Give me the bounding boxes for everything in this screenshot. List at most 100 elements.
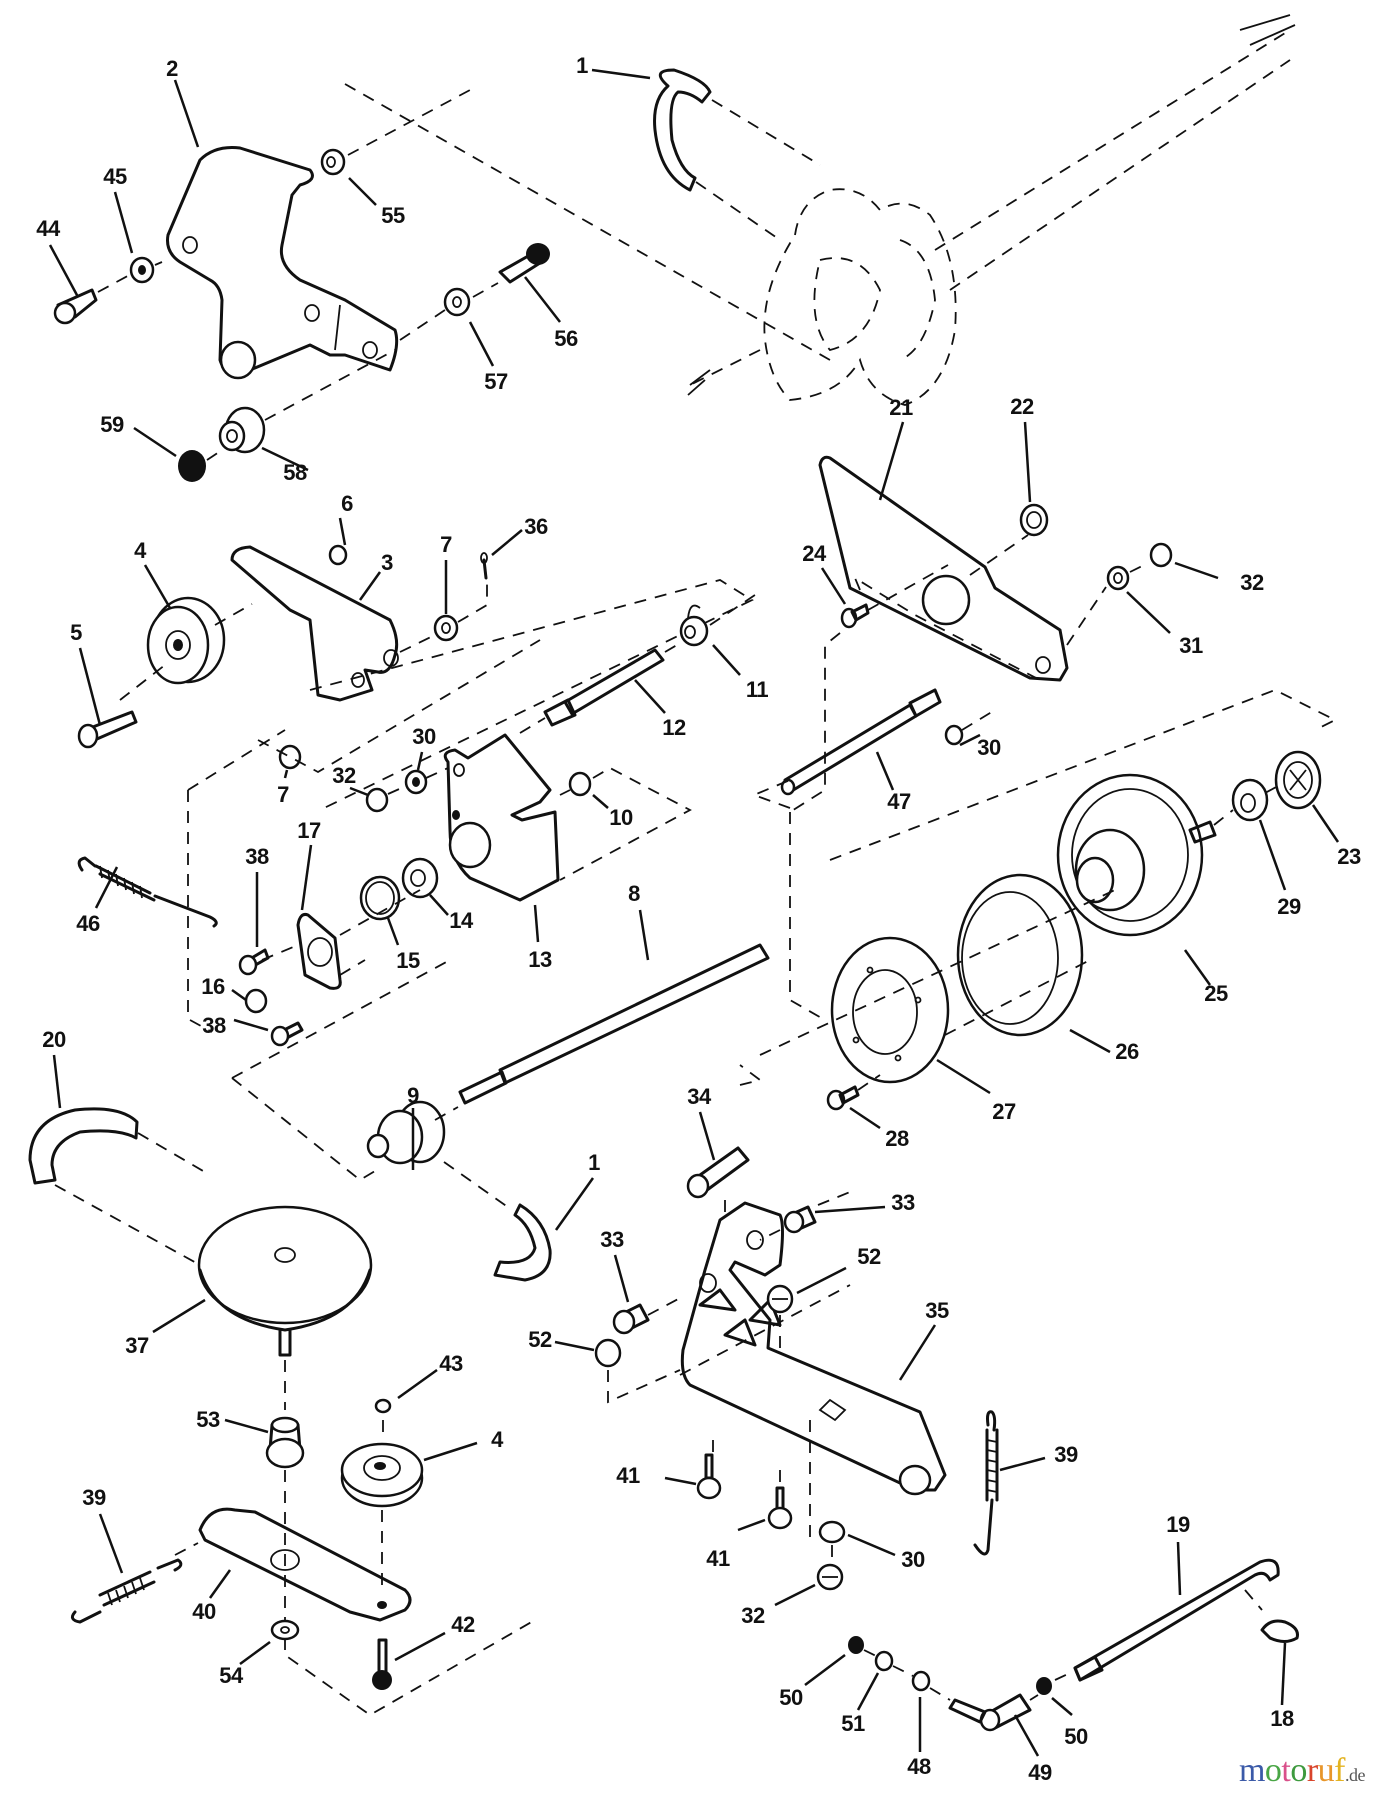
washer-22 (969, 421, 1049, 576)
part-label-17: 17 (297, 818, 321, 843)
part-label-56: 56 (554, 326, 578, 351)
part-label-6: 6 (341, 491, 353, 516)
nut-50-left (804, 1636, 877, 1686)
cover-plate-21 (818, 421, 1069, 682)
plate-27 (759, 889, 1116, 1095)
spring-46 (77, 856, 218, 928)
nut-6 (328, 517, 348, 566)
pulley-4-top (119, 564, 253, 701)
bearing-23 (1274, 750, 1340, 843)
part-label-32-mid: 32 (332, 763, 356, 788)
washer-57 (399, 282, 499, 367)
bolt-38-bottom (233, 1018, 304, 1047)
part-label-11: 11 (745, 677, 769, 702)
washer-54 (239, 1619, 300, 1666)
spring-39-left (70, 1513, 183, 1624)
bolt-28 (826, 1074, 881, 1130)
part-label-16: 16 (201, 974, 225, 999)
part-label-49: 49 (1028, 1760, 1052, 1785)
part-label-37: 37 (125, 1333, 149, 1358)
part-label-38-bottom: 38 (202, 1013, 226, 1038)
part-label-54: 54 (219, 1663, 243, 1688)
leader-1-top (591, 68, 651, 80)
part-label-30-right: 30 (977, 735, 1001, 760)
logo-letter: o (1290, 1752, 1307, 1789)
washer-10 (559, 766, 692, 881)
bolt-56 (498, 243, 561, 323)
part-label-35: 35 (925, 1298, 949, 1323)
nut-52-left (554, 1338, 681, 1404)
part-label-32-bottom: 32 (741, 1603, 765, 1628)
part-label-30-mid: 30 (412, 724, 436, 749)
part-label-46: 46 (76, 911, 100, 936)
part-label-52-right: 52 (857, 1244, 881, 1269)
shaft-47 (751, 688, 942, 1021)
part-label-45: 45 (103, 164, 127, 189)
clutch-outline (739, 689, 1338, 1086)
nut-7-lower (257, 639, 541, 779)
part-label-15: 15 (396, 948, 420, 973)
part-label-28: 28 (885, 1126, 909, 1151)
part-label-39-left: 39 (82, 1485, 106, 1510)
part-label-41-right: 41 (706, 1546, 730, 1571)
part-label-2: 2 (166, 56, 178, 81)
part-label-39-right: 39 (1054, 1442, 1078, 1467)
part-label-12: 12 (662, 715, 686, 740)
part-label-24: 24 (802, 541, 826, 566)
logo-letter: m (1238, 1752, 1265, 1789)
shaft-12 (519, 648, 666, 734)
part-label-31: 31 (1179, 633, 1203, 658)
nut-16 (231, 988, 268, 1014)
clip-18 (1260, 1619, 1299, 1706)
part-label-55: 55 (381, 203, 405, 228)
pulley-4-lower (340, 1441, 478, 1590)
logo-letter: f (1334, 1752, 1345, 1789)
part-label-14: 14 (449, 908, 473, 933)
washer-48 (911, 1670, 951, 1752)
part-label-10: 10 (609, 805, 633, 830)
logo-letter: u (1317, 1752, 1335, 1789)
nut-52-right (766, 1266, 847, 1350)
logo-letter: t (1281, 1752, 1291, 1789)
washer-30-right (944, 709, 996, 747)
pulley-37 (152, 1205, 373, 1410)
part-label-50-left: 50 (779, 1685, 803, 1710)
spring-11 (664, 594, 756, 676)
pulley-9 (231, 959, 513, 1211)
part-label-41-left: 41 (616, 1463, 640, 1488)
part-label-20: 20 (42, 1027, 66, 1052)
nut-32-right (1149, 542, 1219, 580)
spacer-58 (218, 349, 396, 472)
part-label-30-bottom: 30 (901, 1547, 925, 1572)
part-label-4-lower: 4 (491, 1427, 503, 1452)
part-label-5: 5 (70, 620, 82, 645)
assembly-outline-b (187, 729, 286, 791)
washer-29 (1213, 778, 1287, 891)
part-label-57: 57 (484, 369, 508, 394)
part-label-3: 3 (381, 550, 393, 575)
part-label-34: 34 (687, 1084, 711, 1109)
part-label-29: 29 (1277, 894, 1301, 919)
spring-39-right (973, 1410, 1046, 1556)
bearing-housing-13 (443, 733, 560, 943)
part-label-23: 23 (1337, 844, 1361, 869)
part-label-43: 43 (439, 1351, 463, 1376)
gearbox-ghost (687, 14, 1296, 406)
seal-15 (359, 875, 401, 946)
motoruf-logo: motoruf.de (1238, 1752, 1366, 1790)
part-label-18: 18 (1270, 1706, 1294, 1731)
bolt-24 (789, 564, 949, 813)
nut-7-top (399, 560, 488, 653)
arm-40 (174, 1507, 412, 1622)
part-label-59: 59 (100, 412, 124, 437)
washer-30-bottom (818, 1520, 896, 1558)
bushing-33-left (612, 1254, 681, 1335)
spacer-53 (224, 1416, 536, 1717)
assembly-outline-d (309, 579, 754, 811)
washer-55 (320, 89, 471, 206)
part-label-44: 44 (36, 216, 60, 241)
part-label-9: 9 (407, 1083, 419, 1108)
part-label-33-right: 33 (891, 1190, 915, 1215)
part-label-1-lower: 1 (588, 1150, 600, 1175)
